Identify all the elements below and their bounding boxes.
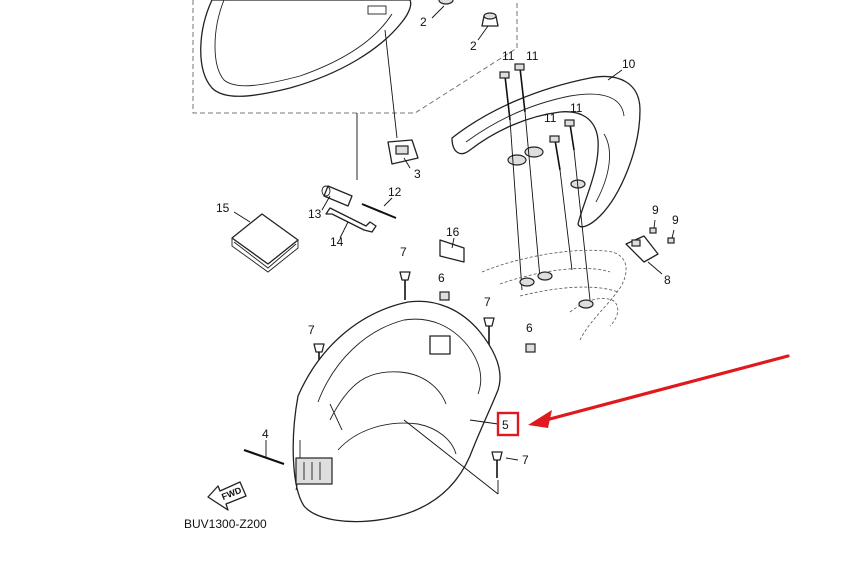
callout-7b: 7 [484,295,491,309]
callout-2b: 2 [470,39,477,53]
nut-part-6 [439,291,536,353]
rear-carrier-part-10 [451,75,641,228]
callout-9b: 9 [672,213,679,227]
callout-7a: 7 [400,245,407,259]
screw-part-9 [649,227,675,244]
callout-leaders [233,5,675,461]
bracket-part-8 [625,235,659,263]
callout-5: 5 [502,418,509,432]
clip-part-3 [387,139,419,165]
callout-11c: 11 [570,101,583,115]
callout-8: 8 [664,273,671,287]
callout-11d: 11 [544,111,557,125]
rod-part-4 [243,448,285,466]
seat [200,0,412,97]
callout-6a: 6 [438,271,445,285]
callout-16: 16 [446,225,460,239]
pin-part-12 [361,203,397,219]
callout-labels: 2 2 3 4 6 6 7 7 7 7 8 9 9 10 11 11 11 11… [216,15,679,467]
rear-frame-outline [481,249,627,341]
callout-14: 14 [330,235,344,249]
seat-reference-outline [192,0,518,114]
highlight-arrow [528,354,790,428]
grommet-part-2 [438,0,499,27]
label-part-16 [439,239,465,263]
highlighted-callout-5: 5 [496,411,520,437]
callout-2a: 2 [420,15,427,29]
storage-box-part-5 [292,300,501,523]
callout-11a: 11 [502,49,515,63]
callout-6b: 6 [526,321,533,335]
fwd-arrow-icon: FWD [207,481,247,511]
bolt-part-11 [499,63,575,171]
callout-11b: 11 [526,49,539,63]
callout-10: 10 [622,57,636,71]
drawing-code: BUV1300-Z200 [184,517,267,531]
callout-13: 13 [308,207,322,221]
callout-7c: 7 [308,323,315,337]
highlight-box [496,411,520,437]
wrench-part-14 [325,207,377,233]
callout-15: 15 [216,201,230,215]
bolt-part-7 [313,271,503,478]
callout-12: 12 [388,185,402,199]
callout-3: 3 [414,167,421,181]
callout-9a: 9 [652,203,659,217]
owners-manual-part-15 [231,213,299,273]
callout-4: 4 [262,427,269,441]
roller-part-13 [321,185,353,207]
callout-7d: 7 [522,453,529,467]
